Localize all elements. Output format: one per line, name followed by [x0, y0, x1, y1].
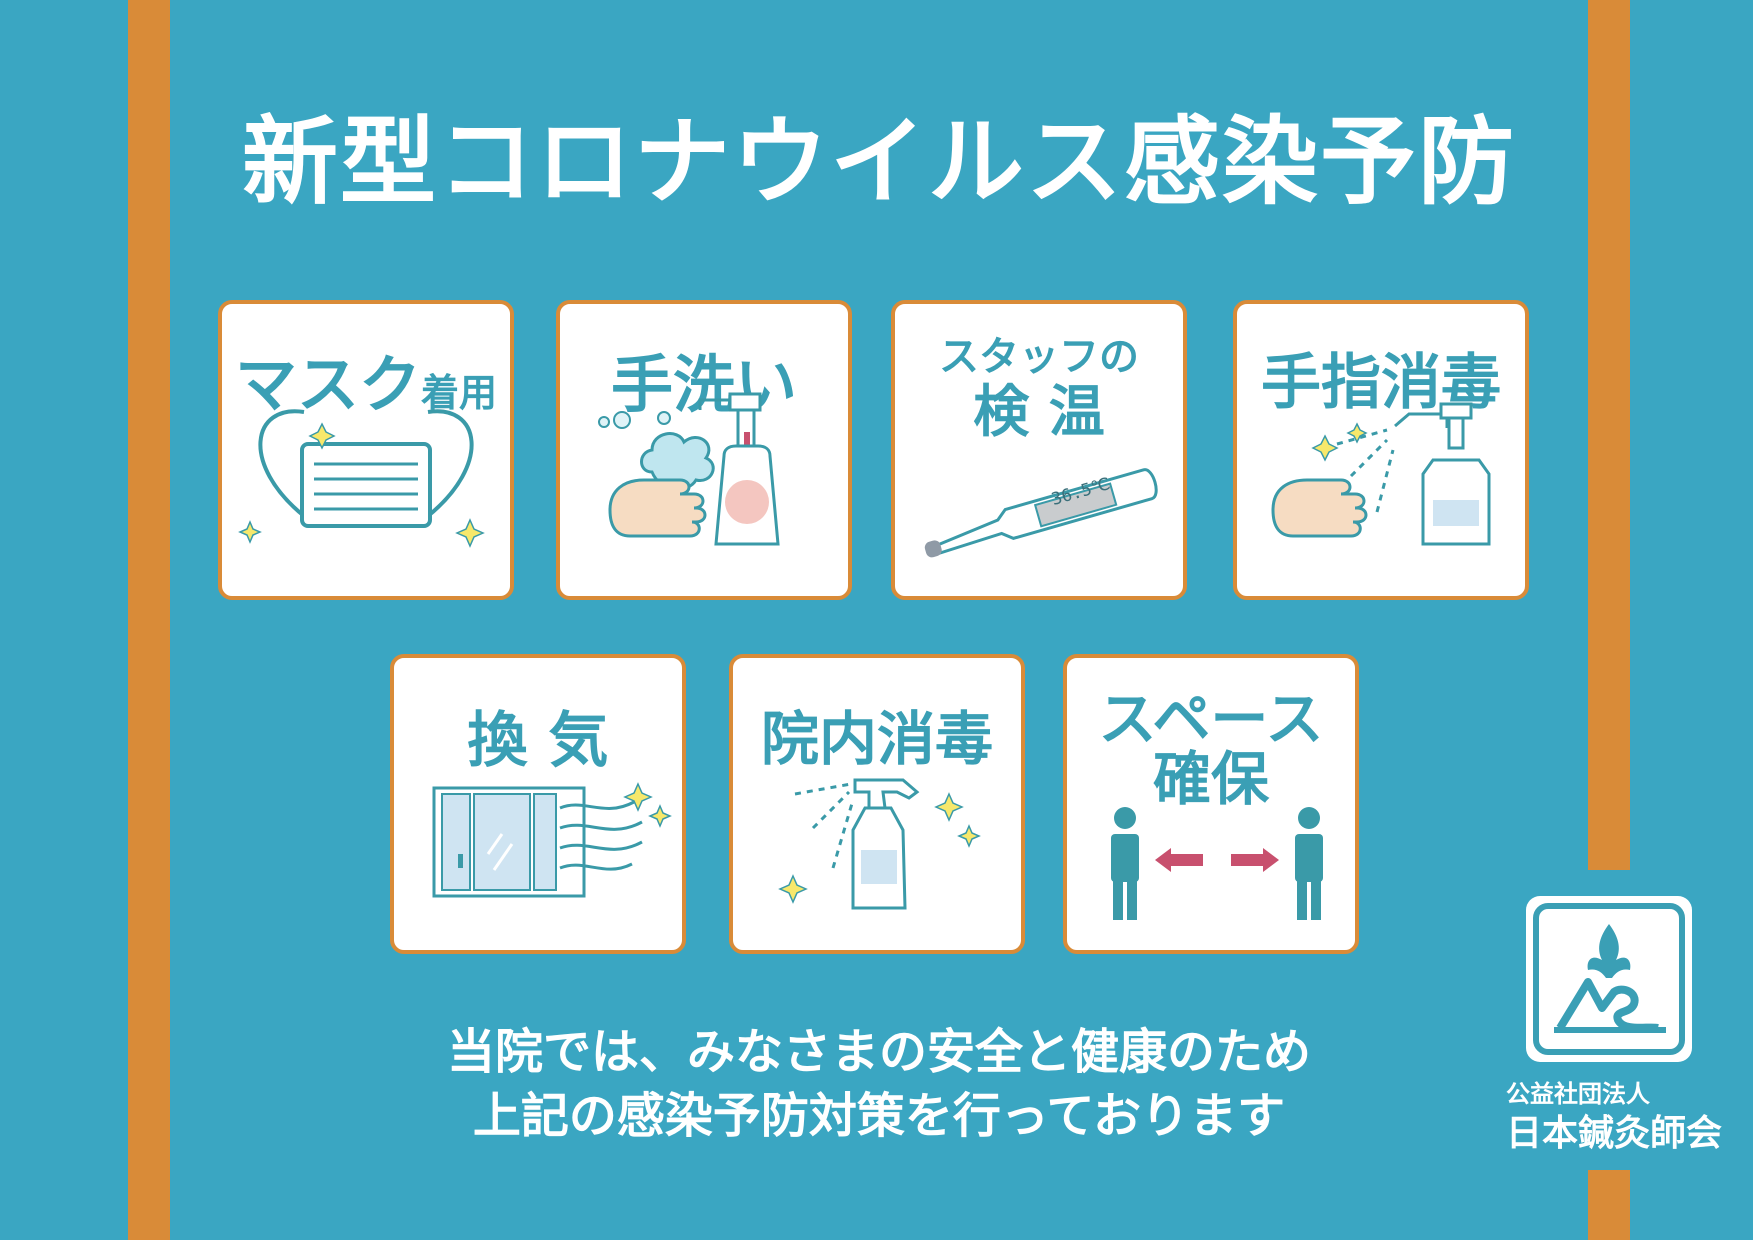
poster-title: 新型コロナウイルス感染予防	[242, 106, 1516, 218]
card-temperature-label-line2: 検 温	[973, 380, 1105, 445]
person-left-icon	[1111, 807, 1139, 920]
card-clinic-disinfection-label: 院内消毒	[760, 705, 993, 773]
card-temperature-label-line1: スタッフの	[939, 334, 1139, 380]
card-hand-disinfection: 手指消毒	[1233, 300, 1529, 600]
organization-type: 公益社団法人	[1506, 1080, 1650, 1108]
handwash-icon	[598, 392, 780, 546]
window-breeze-icon	[432, 782, 672, 898]
card-social-distance-label-line1: スペース	[1098, 685, 1324, 753]
spray-bottle-icon	[778, 778, 981, 910]
association-emblem-icon	[1533, 903, 1685, 1055]
organization-name: 日本鍼灸師会	[1506, 1113, 1723, 1154]
footer-line-2: 上記の感染予防対策を行っております	[472, 1088, 1286, 1144]
card-temperature: スタッフの 検 温 36.5℃	[891, 300, 1187, 600]
left-orange-stripe	[128, 0, 170, 1240]
card-clinic-disinfection: 院内消毒	[729, 654, 1025, 954]
thermometer-icon	[924, 468, 1158, 558]
card-mask: マスク着用	[218, 300, 514, 600]
card-handwash-label: 手洗い	[610, 348, 797, 421]
card-mask-label: マスク着用	[234, 348, 498, 421]
card-ventilation-label: 換 気	[467, 706, 609, 776]
person-right-icon	[1295, 807, 1323, 920]
card-handwash: 手洗い	[556, 300, 852, 600]
people-distance-icon	[1111, 807, 1323, 920]
mask-icon	[238, 409, 485, 548]
footer-line-1: 当院では、みなさまの安全と健康のため	[446, 1024, 1311, 1080]
association-logo	[1526, 896, 1692, 1062]
card-ventilation: 換 気	[390, 654, 686, 954]
card-social-distance-label-line2: 確保	[1152, 745, 1269, 813]
card-social-distance: スペース 確保	[1063, 654, 1359, 954]
hand-sanitizer-icon	[1271, 402, 1491, 546]
footer-message: 当院では、みなさまの安全と健康のため 上記の感染予防対策を行っております	[170, 1020, 1588, 1148]
